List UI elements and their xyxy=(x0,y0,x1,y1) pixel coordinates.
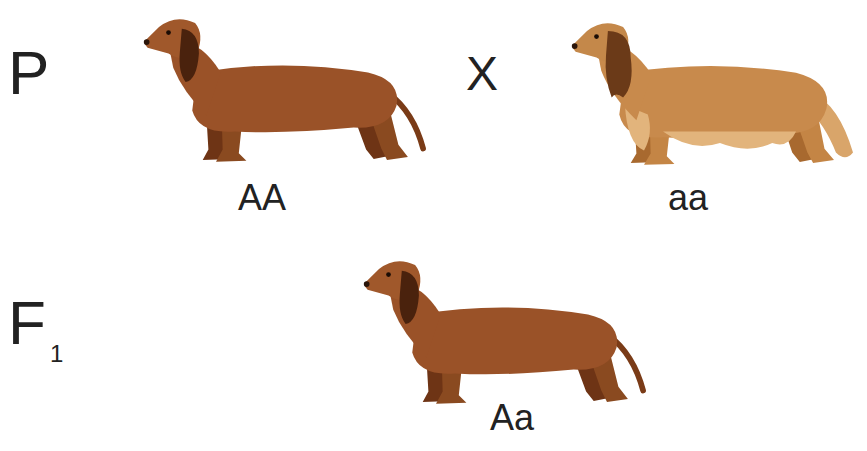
genotype-label: Aa xyxy=(490,400,534,436)
generation-label: F xyxy=(8,292,46,354)
parent-dog-longhair xyxy=(572,23,853,165)
generation-subscript: 1 xyxy=(50,342,63,366)
parent-dog-smooth xyxy=(144,19,423,162)
generation-label: P xyxy=(8,42,49,104)
genotype-label: aa xyxy=(668,180,708,216)
offspring-dog xyxy=(364,261,643,404)
genotype-label: AA xyxy=(238,180,286,216)
cross-symbol: X xyxy=(466,50,498,98)
